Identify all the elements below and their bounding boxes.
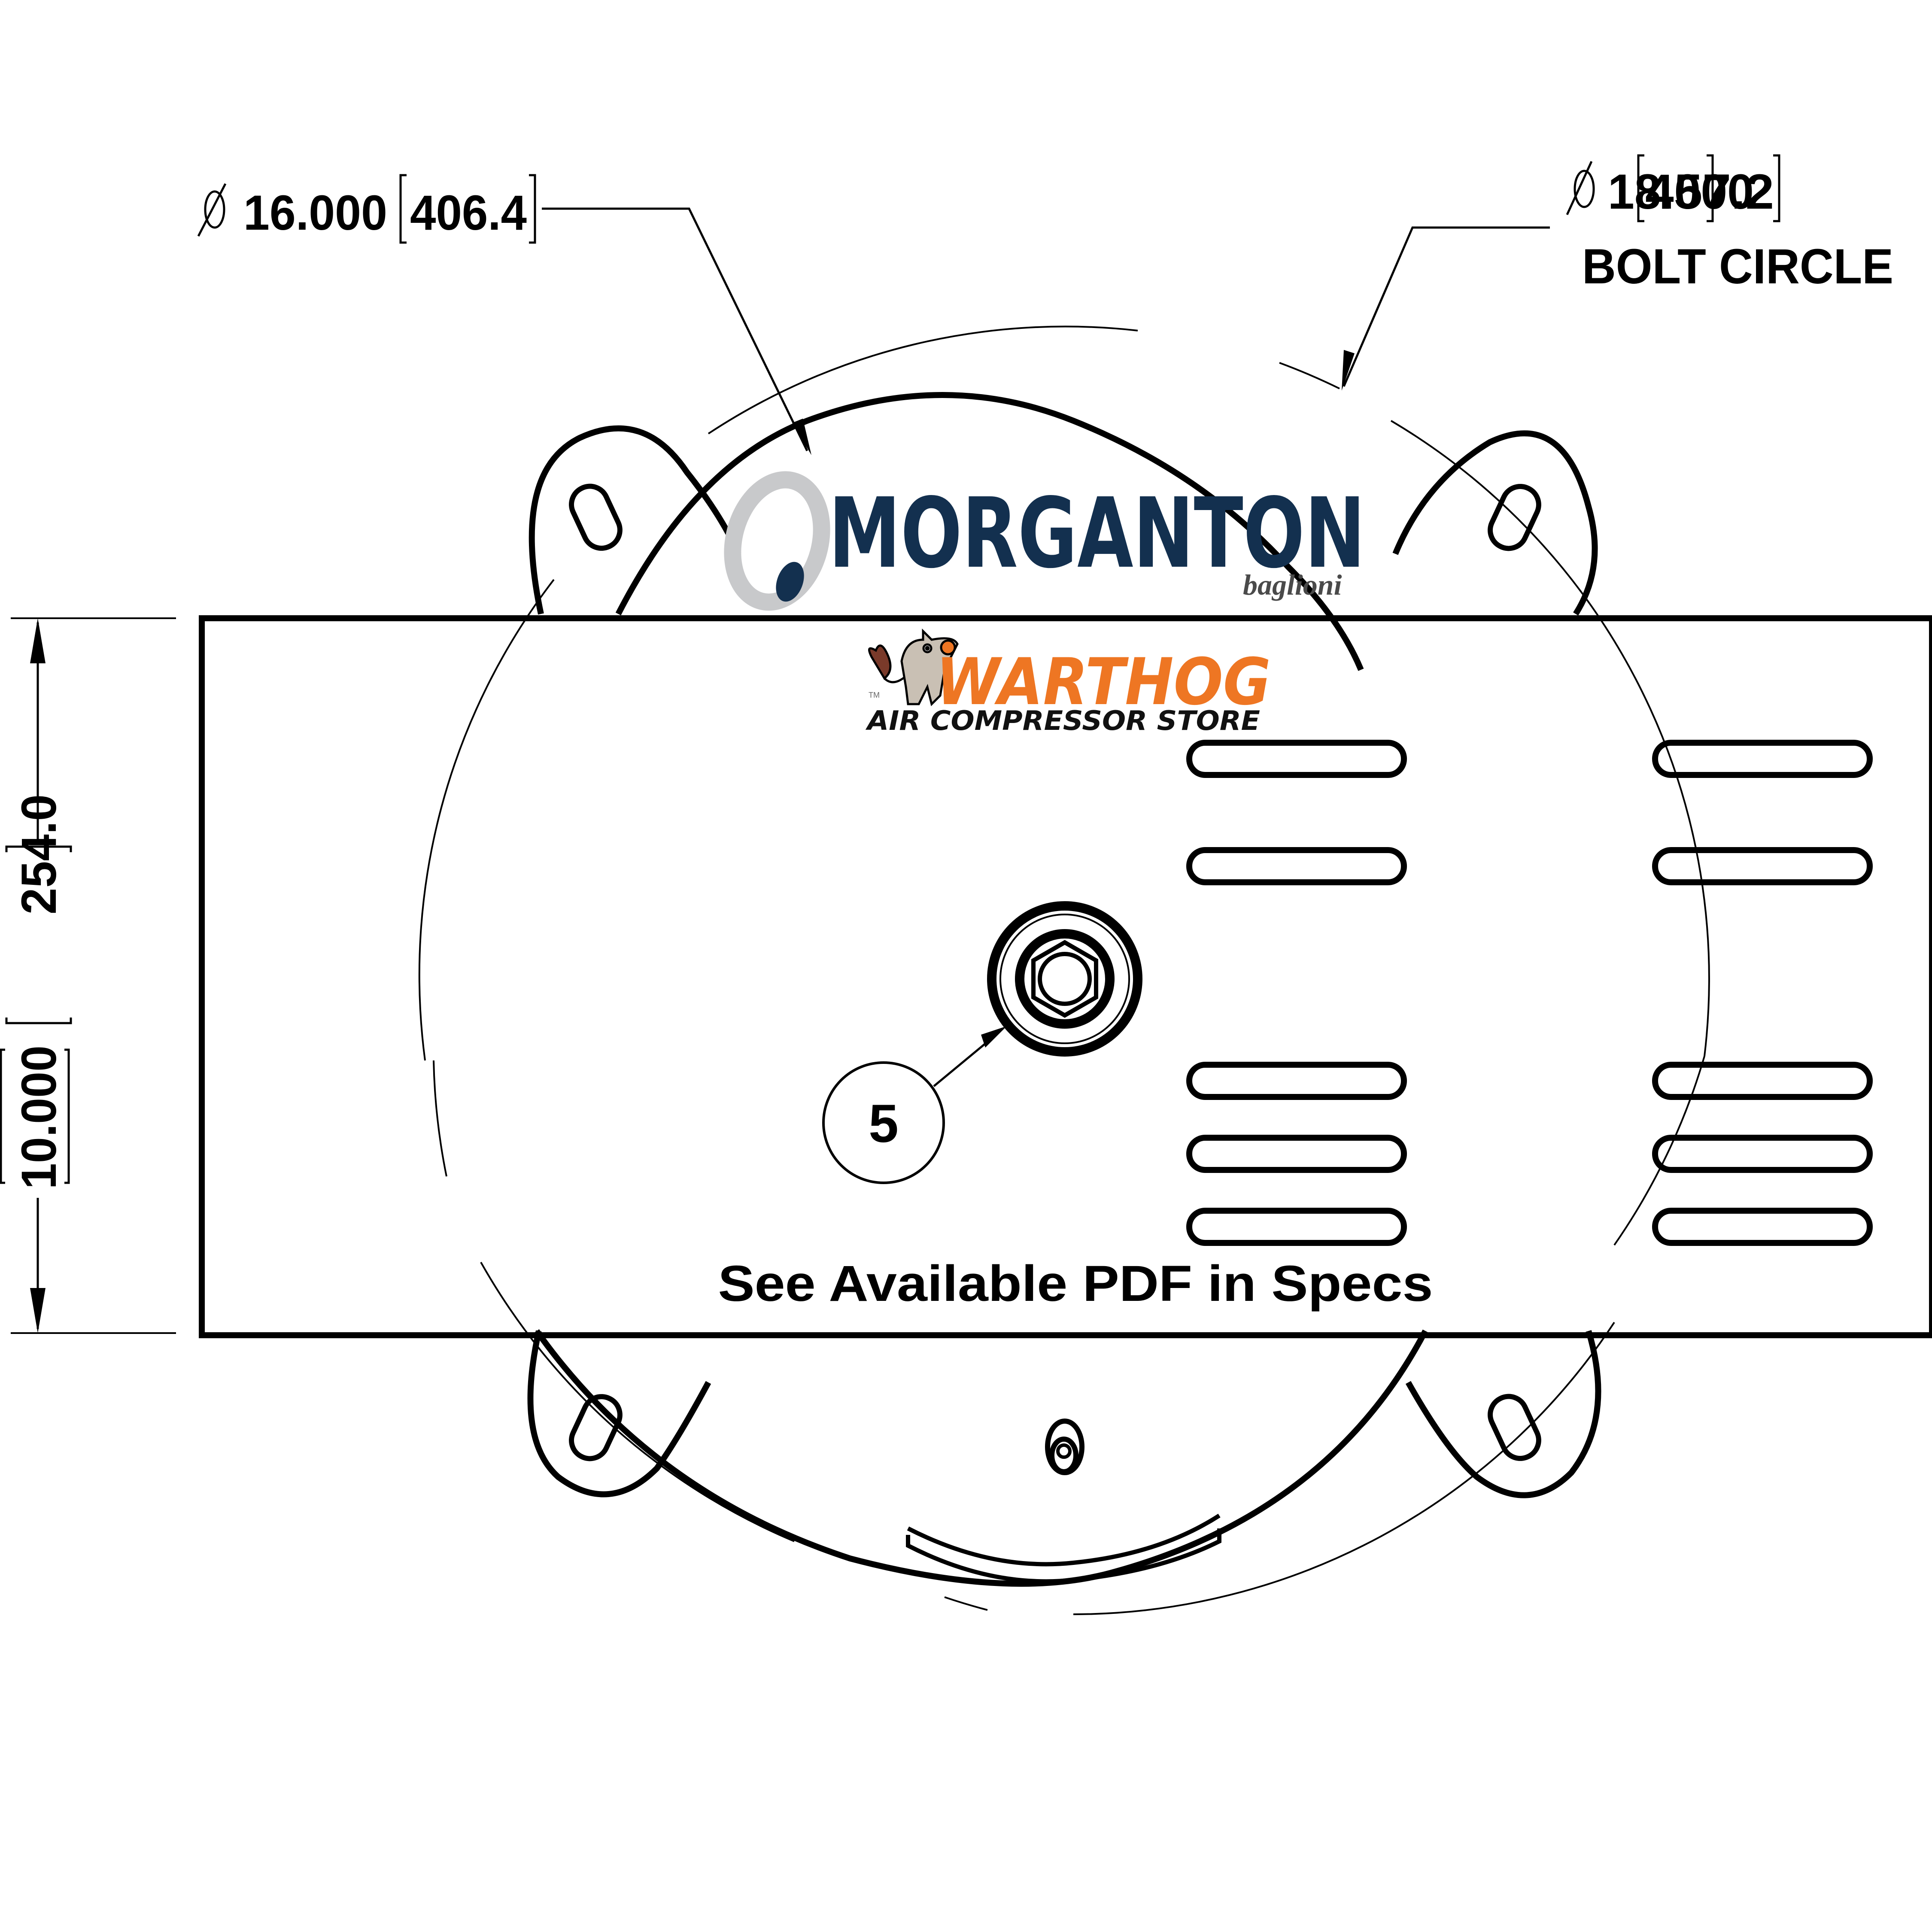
housing-lip (906, 1513, 1221, 1584)
morganton-swoosh-icon (724, 471, 830, 611)
housing-outline (534, 392, 1428, 1587)
dimension-bolt-circle: 18.000 457.2 BOLT CIRCLE (1342, 154, 1893, 391)
dim-10-mm: 254.0 (12, 794, 67, 914)
central-port (987, 901, 1142, 1057)
diameter-symbol-icon (1566, 161, 1595, 216)
baglioni-wordmark: baglioni (1243, 568, 1342, 601)
lug-bottom-right (1405, 1330, 1601, 1498)
dim-18-inch: 18.000 (1608, 164, 1754, 219)
dimension-height: 10.000 254.0 (0, 617, 176, 1334)
warthog-tm: TM (869, 691, 880, 699)
warthog-wordmark: WARTHOG (936, 645, 1271, 720)
warthog-tagline: AIR COMPRESSOR STORE (865, 705, 1260, 736)
slot-bottom-right (1488, 1394, 1541, 1461)
balloon-number: 5 (869, 1094, 899, 1154)
slot-bottom-left (569, 1394, 623, 1461)
bolt-circle-label: BOLT CIRCLE (1582, 239, 1893, 294)
dim-10-inch: 10.000 (12, 1045, 67, 1189)
specs-note: See Available PDF in Specs (718, 1255, 1433, 1312)
slot-top-right (1488, 484, 1541, 551)
warthog-logo: TM WARTHOG AIR COMPRESSOR STORE (865, 628, 1271, 736)
mounting-lugs (527, 425, 1601, 1498)
slot-top-left (569, 483, 623, 551)
morganton-logo: MORGANTON baglioni (724, 471, 1365, 611)
lug-top-left (529, 425, 741, 615)
dim-16-inch: 16.000 (243, 185, 387, 240)
callout-5: 5 (822, 1026, 1007, 1184)
body-rectangle (199, 615, 1932, 1338)
lug-top-right (1392, 430, 1598, 616)
dimension-outer-diameter: 16.000 406.4 (197, 174, 811, 455)
bottom-fitting (1045, 1419, 1084, 1475)
diameter-symbol-icon (197, 183, 227, 237)
dim-18-mm: 457.2 (1645, 164, 1774, 219)
cooling-slots (1186, 740, 1873, 1246)
morganton-wordmark: MORGANTON (829, 477, 1365, 590)
lug-slots (569, 483, 1541, 1461)
dim-16-mm: 406.4 (410, 185, 527, 240)
lug-bottom-left (527, 1330, 711, 1498)
morganton-dot-icon (776, 562, 804, 602)
warthog-mascot-icon (868, 628, 959, 706)
